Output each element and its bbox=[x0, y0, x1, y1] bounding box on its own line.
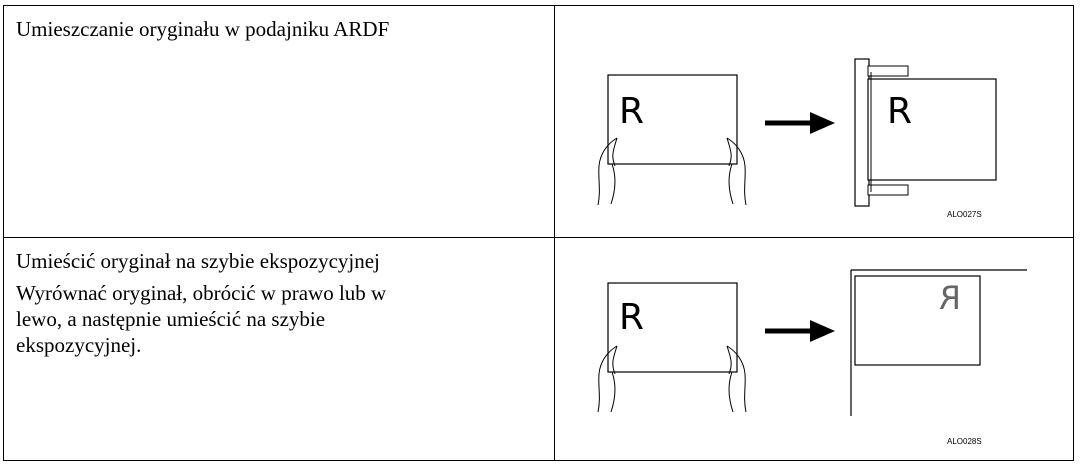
figure-code: ALO027S bbox=[947, 210, 982, 219]
instruction-body: Wyrównać oryginał, obrócić w prawo lub w… bbox=[16, 280, 387, 357]
right-hand-icon bbox=[726, 137, 747, 206]
result-letter: R bbox=[887, 91, 912, 132]
feeder-guide-top bbox=[867, 65, 909, 77]
table-row: Umieścić oryginał na szybie ekspozycyjne… bbox=[3, 236, 1074, 462]
sheet-letter: R bbox=[619, 297, 644, 338]
left-hand-icon bbox=[597, 345, 618, 412]
mirrored-letter: R bbox=[939, 279, 961, 317]
fed-sheet bbox=[867, 78, 997, 181]
sheet-letter: R bbox=[619, 91, 644, 132]
ardf-illustration: R R ALO027S bbox=[597, 58, 997, 219]
illustration-cell: R R ALO027S bbox=[554, 5, 1074, 238]
feeder-frame bbox=[854, 58, 870, 207]
illustration-cell: R R ALO028S bbox=[554, 236, 1074, 462]
arrow-right-icon bbox=[810, 112, 835, 134]
glass-illustration: R R ALO028S bbox=[597, 268, 1027, 446]
instruction-cell: Umieścić oryginał na szybie ekspozycyjne… bbox=[3, 236, 555, 462]
original-sheet bbox=[607, 74, 738, 165]
instruction-cell: Umieszczanie oryginału w podajniku ARDF bbox=[3, 5, 555, 238]
heading-glass: Umieścić oryginał na szybie ekspozycyjne… bbox=[16, 248, 380, 273]
figure-code: ALO028S bbox=[947, 437, 982, 446]
instruction-table: Umieszczanie oryginału w podajniku ARDF … bbox=[3, 5, 1074, 462]
arrow-right-icon bbox=[810, 319, 835, 342]
left-hand-icon bbox=[597, 137, 618, 206]
feeder-guide-bottom bbox=[867, 184, 909, 196]
original-sheet bbox=[607, 281, 738, 373]
table-row: Umieszczanie oryginału w podajniku ARDF … bbox=[3, 5, 1074, 238]
right-hand-icon bbox=[726, 345, 747, 412]
heading-ardf: Umieszczanie oryginału w podajniku ARDF bbox=[16, 17, 390, 41]
placed-sheet bbox=[854, 274, 981, 366]
svg-text:R: R bbox=[939, 279, 961, 317]
